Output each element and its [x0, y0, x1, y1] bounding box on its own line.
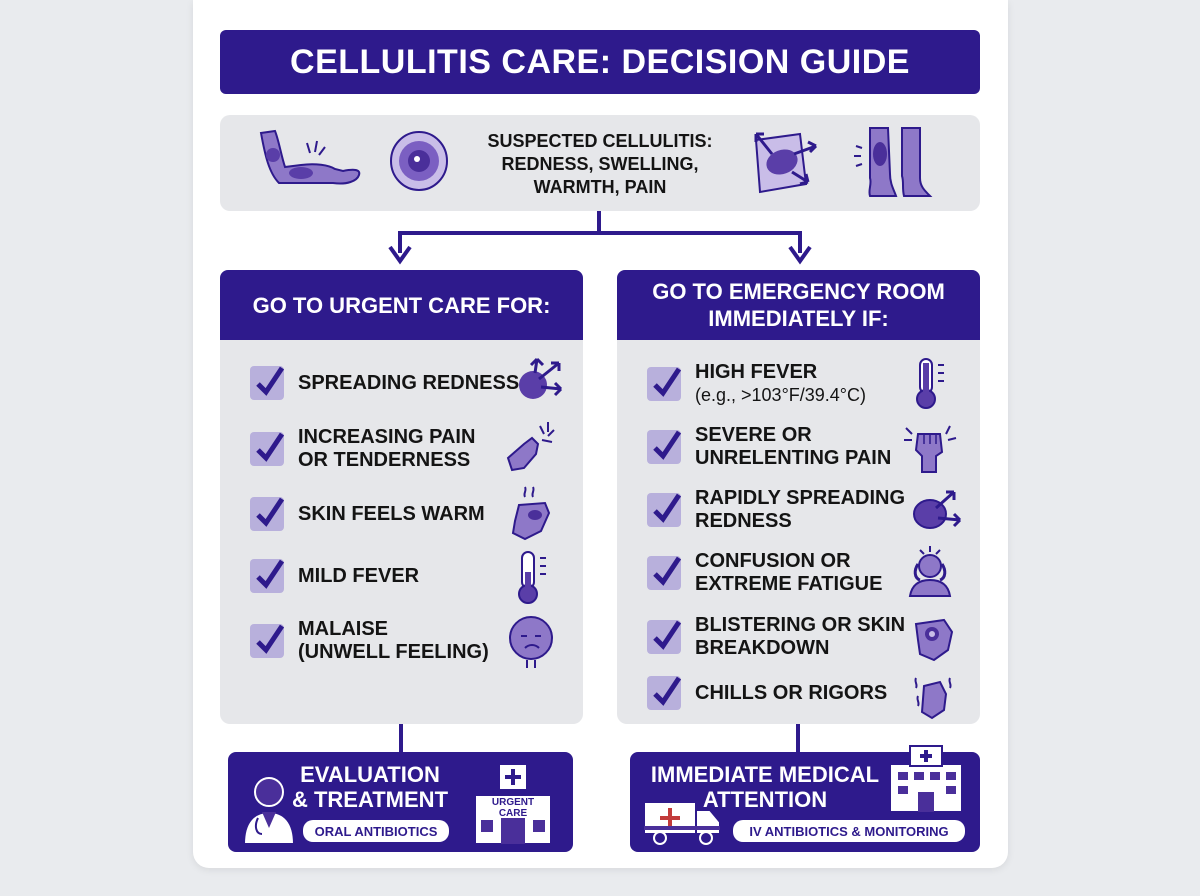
- urgent-item-label: SPREADING REDNESS: [298, 371, 520, 394]
- painful-hand-icon: [506, 422, 555, 472]
- blister-hand-icon: [914, 618, 954, 662]
- arm-rash-icon: [259, 129, 361, 185]
- doctor-icon: [242, 777, 296, 845]
- checkmark-icon: [647, 620, 682, 654]
- urgent-item-label: MILD FEVER: [298, 564, 420, 587]
- flow-connector: [796, 724, 800, 752]
- page-title: CELLULITIS CARE: DECISION GUIDE: [220, 30, 980, 94]
- symptom-description: SUSPECTED CELLULITIS: REDNESS, SWELLING,…: [475, 130, 725, 199]
- emergency-header: GO TO EMERGENCY ROOM IMMEDIATELY IF:: [617, 270, 980, 340]
- checkmark-icon: [647, 676, 682, 710]
- urgent-item: MALAISE(UNWELL FEELING): [250, 618, 489, 664]
- urgent-item: MILD FEVER: [250, 559, 419, 593]
- symptom-line: SUSPECTED CELLULITIS:: [487, 131, 713, 151]
- flow-connector: [398, 231, 802, 235]
- warm-hand-icon: [511, 486, 551, 541]
- checkmark-icon: [647, 367, 682, 401]
- thermometer-high-icon: [916, 358, 944, 409]
- emergency-item-label: CHILLS OR RIGORS: [695, 681, 888, 704]
- urgent-item: SPREADING REDNESS: [250, 366, 519, 400]
- urgent-care-header: GO TO URGENT CARE FOR:: [220, 270, 583, 340]
- ambulance-icon: [643, 801, 721, 845]
- spreading-skin-icon: [754, 132, 818, 194]
- emergency-item-label: HIGH FEVER(e.g., >103°F/39.4°C): [695, 361, 866, 405]
- checkmark-icon: [250, 624, 285, 658]
- urgent-item-label: MALAISE(UNWELL FEELING): [298, 618, 489, 663]
- checkmark-icon: [647, 430, 682, 464]
- urgent-care-header-text: GO TO URGENT CARE FOR:: [252, 292, 551, 318]
- emergency-outcome-title: IMMEDIATE MEDICAL ATTENTION: [650, 762, 880, 812]
- symptom-line: REDNESS, SWELLING,: [501, 154, 699, 174]
- clenched-fist-icon: [904, 425, 957, 473]
- emergency-header-line: GO TO EMERGENCY ROOM: [652, 279, 945, 304]
- checkmark-icon: [250, 432, 285, 466]
- checkmark-icon: [647, 556, 682, 590]
- flow-connector: [597, 211, 601, 233]
- checkmark-icon: [250, 497, 285, 531]
- unwell-face-icon: [509, 616, 553, 668]
- symptom-banner: [220, 115, 980, 211]
- emergency-item: HIGH FEVER(e.g., >103°F/39.4°C): [647, 361, 866, 407]
- symptom-line: WARMTH, PAIN: [533, 177, 667, 197]
- urgent-item: SKIN FEELS WARM: [250, 497, 485, 531]
- flow-connector: [399, 724, 403, 752]
- flow-connector: [798, 231, 802, 253]
- thermometer-low-icon: [518, 551, 546, 604]
- arrow-down-icon: [788, 245, 812, 265]
- confused-person-icon: [908, 546, 952, 597]
- flow-connector: [398, 231, 402, 253]
- hospital-icon: [889, 745, 963, 813]
- urgent-care-building-icon: [473, 763, 553, 845]
- shivering-hand-icon: [914, 677, 952, 720]
- checkmark-icon: [250, 559, 285, 593]
- spreading-redness-icon: [519, 357, 563, 399]
- urgent-item-label: SKIN FEELS WARM: [298, 502, 485, 525]
- urgent-outcome-title: EVALUATION & TREATMENT: [291, 762, 449, 812]
- skin-lesion-icon: [390, 131, 448, 191]
- iv-antibiotics-badge: IV ANTIBIOTICS & MONITORING: [733, 820, 965, 842]
- checkmark-icon: [250, 366, 285, 400]
- emergency-item: CHILLS OR RIGORS: [647, 676, 887, 710]
- arrow-down-icon: [388, 245, 412, 265]
- swollen-leg-icon: [854, 127, 933, 197]
- checkmark-icon: [647, 493, 682, 527]
- urgent-care-sign: URGENT CARE: [491, 797, 535, 819]
- rapid-spread-icon: [913, 490, 962, 529]
- emergency-header-line: IMMEDIATELY IF:: [708, 306, 889, 331]
- oral-antibiotics-badge: ORAL ANTIBIOTICS: [303, 820, 449, 842]
